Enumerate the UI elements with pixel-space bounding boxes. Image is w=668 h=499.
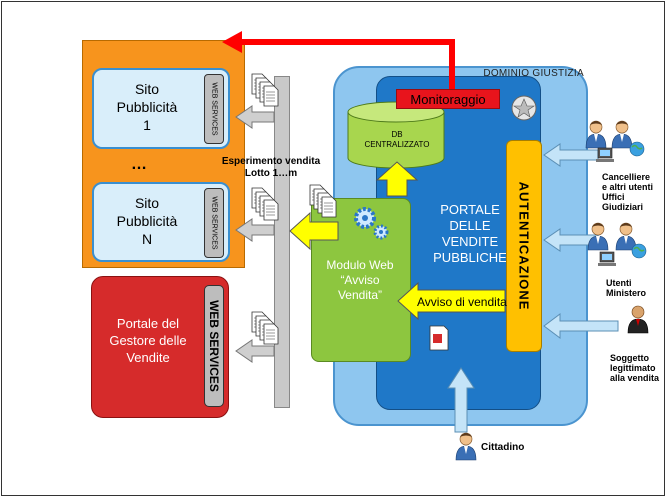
avviso-arrow — [397, 281, 506, 321]
avviso-document-icon — [429, 325, 449, 351]
dominio-giustizia-label: DOMINIO GIUSTIZIA — [483, 68, 584, 79]
bus-to-site1-arrow — [235, 105, 275, 129]
soggetto-arrow — [543, 313, 619, 339]
cittadino-arrow — [447, 367, 475, 433]
site-1-title: Sito Pubblicità 1 — [116, 81, 178, 133]
avviso-label: Avviso di vendita — [417, 295, 507, 309]
ministero-icon — [587, 222, 647, 267]
bus-to-gestore-arrow — [235, 339, 275, 363]
service-bus — [274, 76, 290, 408]
cittadino-icon — [455, 432, 477, 461]
cancellieri-label: Cancelliere e altri utenti Uffici Giudiz… — [602, 172, 654, 212]
gestore-portal-box: Portale del Gestore delle Vendite WEB SE… — [91, 276, 229, 418]
gestore-web-services: WEB SERVICES — [204, 285, 224, 407]
modulo-web-label: Modulo Web “Avviso Vendita” — [326, 258, 394, 302]
gears-icon — [354, 207, 389, 240]
monitoring-arrow-head — [222, 31, 242, 53]
site-n-title: Sito Pubblicità N — [116, 195, 178, 247]
esperimento-label: Esperimento vendita Lotto 1…m — [221, 156, 321, 179]
publish-left-arrow — [289, 211, 339, 251]
gestore-portal-title: Portale del Gestore delle Vendite — [109, 316, 187, 365]
docs-site1 — [252, 74, 278, 106]
docs-gestore — [252, 312, 278, 344]
ministero-label: Utenti Ministero — [606, 278, 647, 298]
db-label: DB CENTRALIZZATO — [364, 130, 430, 149]
site-n-web-services: WEB SERVICES — [204, 188, 224, 258]
emblem-icon — [511, 95, 537, 121]
cittadino-label: Cittadino — [481, 442, 525, 453]
sites-ellipsis: … — [131, 156, 147, 173]
soggetto-label: Soggetto legittimato alla vendita — [610, 353, 660, 383]
monitoraggio-label: Monitoraggio — [396, 89, 500, 109]
monitoring-arrow-line — [240, 39, 455, 105]
db-up-arrow — [375, 161, 419, 197]
site-n-box: Sito Pubblicità N WEB SERVICES — [92, 182, 230, 262]
portale-vendite-label: PORTALE DELLE VENDITE PUBBLICHE — [433, 202, 507, 265]
docs-modulo — [310, 185, 336, 217]
docs-siten — [252, 188, 278, 220]
autenticazione-bar: AUTENTICAZIONE — [506, 140, 542, 352]
site-1-web-services: WEB SERVICES — [204, 74, 224, 144]
site-1-box: Sito Pubblicità 1 WEB SERVICES — [92, 68, 230, 149]
cancellieri-arrow — [543, 143, 599, 167]
soggetto-icon — [627, 305, 649, 334]
bus-to-siten-arrow — [235, 218, 275, 242]
